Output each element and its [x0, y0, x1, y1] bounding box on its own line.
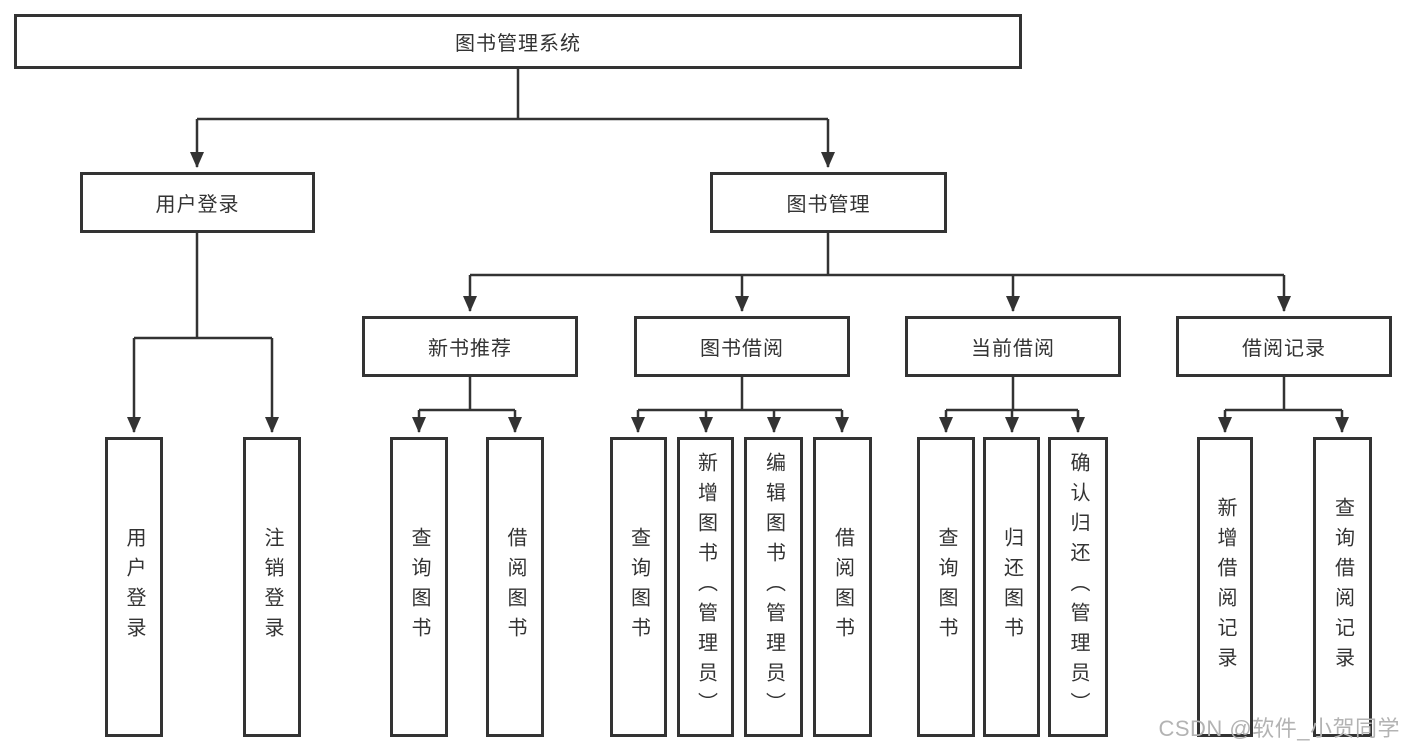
- node-user-login: 用户登录: [80, 172, 315, 233]
- node-library-management-system: 图书管理系统: [14, 14, 1022, 69]
- csdn-watermark: CSDN @软件_小贺同学: [1158, 716, 1400, 741]
- node-book-management: 图书管理: [710, 172, 947, 233]
- leaf-query-borrow-record: 查询借阅记录: [1313, 437, 1372, 737]
- node-book-borrow: 图书借阅: [634, 316, 850, 377]
- leaf-borrow-books: 借阅图书: [813, 437, 872, 737]
- leaf-query-books-newbook: 查询图书: [390, 437, 448, 737]
- leaf-borrow-books-newbook: 借阅图书: [486, 437, 544, 737]
- leaf-add-borrow-record: 新增借阅记录: [1197, 437, 1253, 737]
- leaf-return-books: 归还图书: [983, 437, 1040, 737]
- leaf-add-books-admin: 新增图书（管理员）: [677, 437, 734, 737]
- node-new-book-recommend: 新书推荐: [362, 316, 578, 377]
- leaf-query-books-current: 查询图书: [917, 437, 975, 737]
- leaf-query-books-borrow: 查询图书: [610, 437, 667, 737]
- node-current-borrow: 当前借阅: [905, 316, 1121, 377]
- leaf-user-login: 用户登录: [105, 437, 163, 737]
- node-borrow-record: 借阅记录: [1176, 316, 1392, 377]
- leaf-confirm-return-admin: 确认归还（管理员）: [1048, 437, 1108, 737]
- leaf-logout: 注销登录: [243, 437, 301, 737]
- leaf-edit-books-admin: 编辑图书（管理员）: [744, 437, 803, 737]
